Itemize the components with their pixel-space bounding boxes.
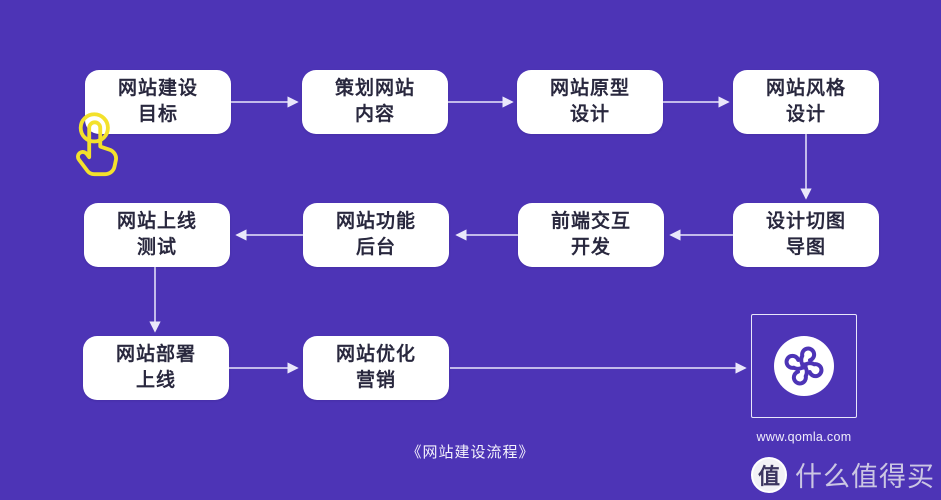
- smzdm-watermark: 值 什么值得买: [751, 455, 935, 494]
- node-label: 网站功能: [335, 211, 416, 232]
- node-label: 营销: [355, 370, 396, 391]
- watermark-brand-text: 什么值得买: [795, 462, 935, 492]
- node-label: 前端交互: [550, 211, 631, 232]
- node-label: 设计: [785, 104, 826, 125]
- node-label: 设计切图: [765, 211, 846, 232]
- node-frontend-dev: 前端交互 开发: [518, 203, 664, 267]
- node-style-design: 网站风格 设计: [733, 70, 879, 134]
- node-label: 设计: [569, 104, 610, 125]
- node-deploy: 网站部署 上线: [83, 336, 229, 400]
- qomla-logo-frame: [751, 314, 857, 418]
- node-optimize-marketing: 网站优化 营销: [303, 336, 449, 400]
- node-prototype: 网站原型 设计: [517, 70, 663, 134]
- node-label: 开发: [570, 237, 611, 258]
- diagram-caption: 《网站建设流程》: [406, 444, 535, 461]
- node-label: 导图: [785, 237, 826, 258]
- node-slice-export: 设计切图 导图: [733, 203, 879, 267]
- qomla-website-url: www.qomla.com: [756, 430, 852, 444]
- node-plan-content: 策划网站 内容: [302, 70, 448, 134]
- qomla-logo-circle: [774, 336, 834, 396]
- node-label: 策划网站: [334, 78, 415, 99]
- node-label: 网站部署: [115, 344, 196, 365]
- node-label: 网站上线: [116, 211, 197, 232]
- node-launch-test: 网站上线 测试: [84, 203, 230, 267]
- tap-hand-icon: [76, 112, 118, 177]
- node-label: 网站风格: [765, 78, 846, 99]
- node-label: 内容: [354, 104, 395, 125]
- zhi-character: 值: [757, 463, 780, 489]
- node-label: 上线: [135, 370, 176, 391]
- node-backend-function: 网站功能 后台: [303, 203, 449, 267]
- node-label: 后台: [355, 237, 396, 258]
- node-label: 网站建设: [117, 78, 198, 99]
- zhi-circle-icon: 值: [751, 456, 787, 493]
- node-label: 测试: [136, 237, 177, 258]
- node-goal: 网站建设 目标: [85, 70, 231, 134]
- node-label: 网站优化: [335, 344, 416, 365]
- node-label: 目标: [137, 104, 178, 125]
- qomla-clover-icon: [784, 346, 824, 386]
- node-label: 网站原型: [549, 78, 630, 99]
